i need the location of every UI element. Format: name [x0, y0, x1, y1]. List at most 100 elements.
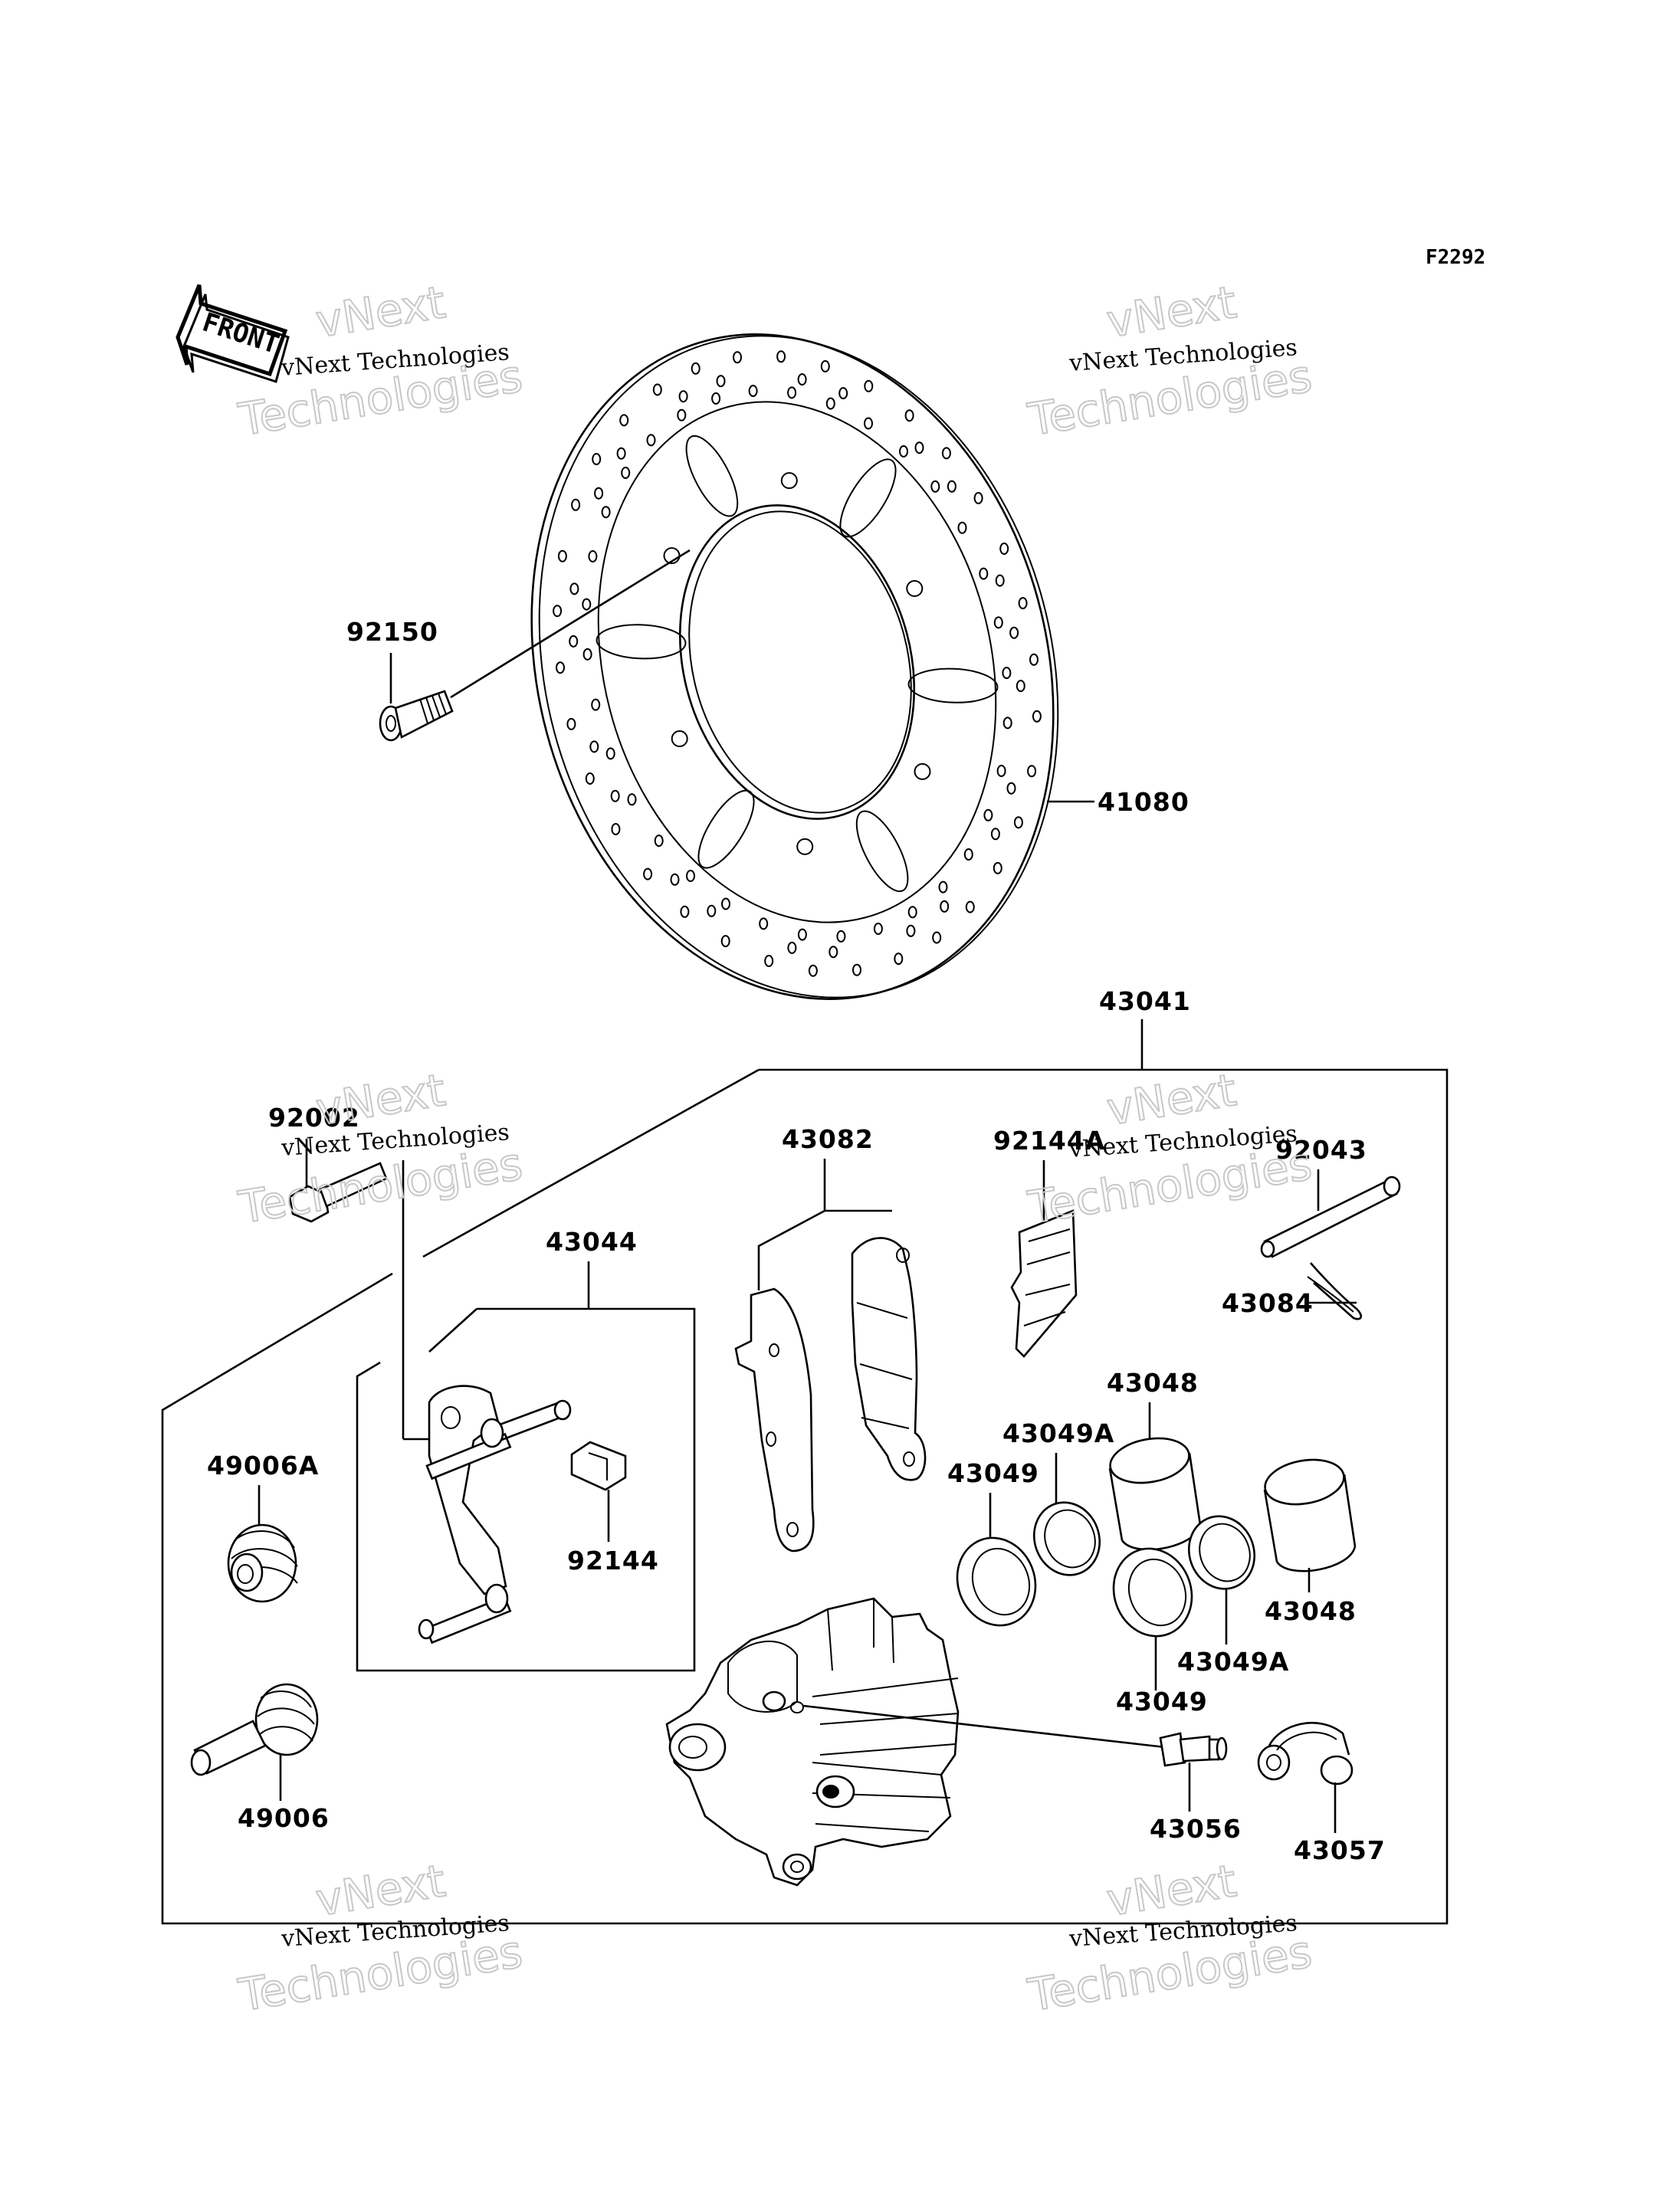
disc-hole: [1002, 667, 1012, 680]
disc-hole: [759, 917, 769, 930]
disc-hole: [1013, 816, 1023, 829]
brake-pad-right: [851, 1237, 927, 1481]
disc-hole: [965, 900, 975, 913]
disc-hole: [588, 550, 598, 562]
pin-clip: [1307, 1262, 1363, 1320]
piston-bottom: [1263, 1458, 1357, 1572]
pad-spring-clip: [570, 1441, 627, 1491]
disc-hole: [825, 397, 835, 410]
disc-hole: [1002, 716, 1012, 730]
label-41080: 41080: [1098, 787, 1189, 817]
disc-slot: [839, 458, 897, 538]
disc-hole: [864, 379, 874, 392]
disc-hole: [748, 385, 758, 398]
label-92150: 92150: [346, 617, 438, 647]
disc-hole: [787, 386, 797, 399]
disc-hole: [990, 828, 1000, 841]
disc-hole: [787, 941, 797, 954]
disc-hole: [711, 392, 721, 405]
label-43048-top: 43048: [1107, 1368, 1199, 1398]
disc-hole: [1016, 680, 1025, 693]
disc-hole: [907, 906, 917, 919]
disc-hole: [571, 498, 581, 511]
disc-hole: [566, 717, 576, 730]
disc-mount-hole: [671, 730, 688, 747]
disc-hole: [963, 848, 973, 861]
disc-hole: [983, 808, 993, 821]
disc-hole: [993, 616, 1003, 629]
piston-top: [1108, 1437, 1202, 1551]
label-43084: 43084: [1222, 1288, 1314, 1318]
watermark-top-right: vNext vNext Technologies Technologies: [1024, 275, 1317, 447]
disc-hole: [973, 492, 983, 504]
disc-hole: [838, 387, 848, 400]
label-92144: 92144: [567, 1546, 659, 1576]
disc-hole: [993, 861, 1002, 874]
svg-text:vNext: vNext: [313, 276, 449, 348]
disc-hole: [720, 935, 730, 948]
label-43057: 43057: [1294, 1835, 1386, 1865]
disc-hole: [582, 598, 592, 611]
caliper-bracket: [418, 1385, 572, 1644]
disc-hole: [686, 870, 695, 882]
disc-hole: [932, 931, 942, 944]
disc-hole: [797, 373, 807, 386]
disc-hole: [556, 661, 565, 674]
label-92002: 92002: [268, 1103, 360, 1133]
svg-text:vNext: vNext: [1104, 276, 1240, 348]
disc-hole: [652, 383, 662, 396]
disc-hole: [930, 480, 940, 493]
brake-pad-left: [734, 1287, 815, 1553]
disc-hole: [1009, 626, 1019, 639]
disc-hole: [677, 408, 687, 421]
caliper-body: [665, 1597, 960, 1887]
disc-hole: [691, 362, 701, 375]
label-43056: 43056: [1150, 1814, 1242, 1844]
disc-hole: [592, 453, 602, 466]
disc-slot: [685, 434, 739, 517]
disc-hole: [957, 521, 967, 534]
disc-hole: [621, 467, 631, 479]
disc-mount-hole: [796, 838, 814, 855]
slide-pin: [190, 1683, 319, 1776]
caliper-mount-bolt: [288, 1162, 388, 1223]
disc-hole: [557, 549, 567, 562]
label-43049A-bottom: 43049A: [1177, 1647, 1289, 1677]
disc-hole: [680, 905, 690, 918]
disc-hole: [764, 955, 774, 967]
disc-hole: [941, 447, 951, 460]
disc-hole: [906, 924, 916, 937]
disc-hole: [914, 441, 924, 454]
disc-hole: [585, 772, 595, 785]
dust-boot: [227, 1523, 298, 1603]
disc-slot: [596, 624, 687, 660]
disc-hole: [904, 409, 914, 422]
disc-hole: [654, 835, 664, 848]
disc-hole: [601, 506, 611, 519]
figure-code: F2292: [1426, 246, 1485, 269]
watermark-bottom-left: vNext vNext Technologies Technologies: [235, 1854, 527, 2022]
label-43049-top: 43049: [947, 1458, 1039, 1488]
disc-hole: [670, 873, 680, 886]
label-49006: 49006: [238, 1803, 330, 1833]
disc-hole: [1027, 765, 1037, 778]
brake-disc: [530, 333, 1059, 1000]
label-43082: 43082: [782, 1124, 874, 1154]
disc-hole: [589, 740, 599, 753]
dust-seal-top: [1032, 1501, 1101, 1576]
disc-hole: [996, 765, 1006, 777]
disc-hole: [716, 375, 726, 388]
watermark-top-left: vNext vNext Technologies Technologies: [235, 275, 527, 447]
disc-hole: [611, 823, 621, 835]
disc-hole: [797, 928, 807, 941]
front-arrow-icon: FRONT: [176, 284, 290, 383]
disc-slot: [697, 789, 755, 869]
piston-seal-top: [956, 1536, 1037, 1627]
disc-hole: [707, 904, 717, 917]
disc-hole: [627, 793, 637, 806]
disc-hole: [836, 930, 846, 943]
disc-mount-hole: [906, 580, 924, 597]
disc-hole: [569, 635, 579, 648]
dust-seal-bottom: [1187, 1515, 1256, 1590]
